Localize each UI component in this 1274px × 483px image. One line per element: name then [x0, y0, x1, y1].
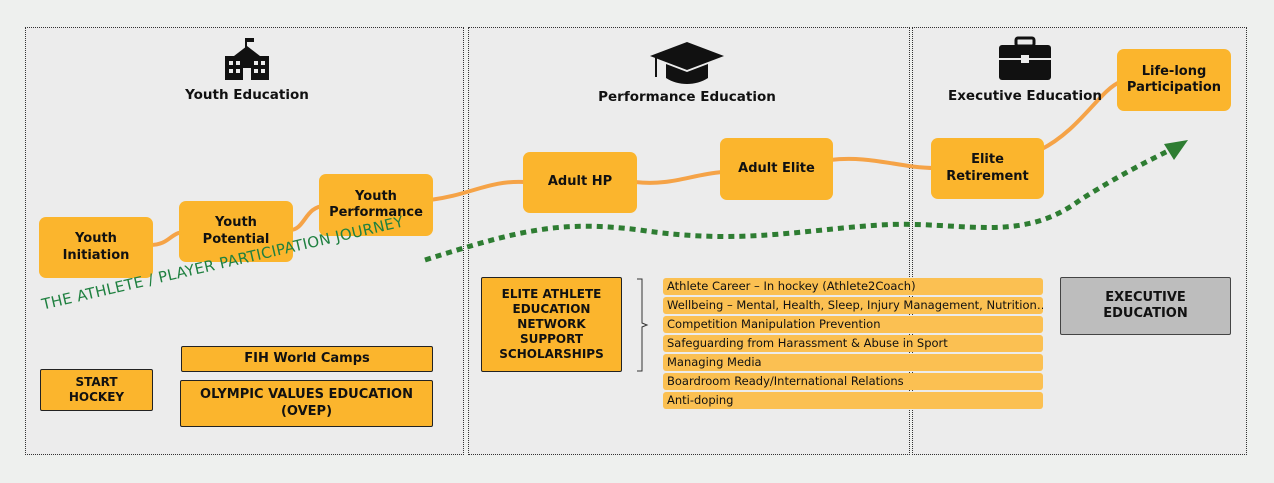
school-icon	[222, 38, 272, 86]
stage-youth-performance: Youth Performance	[319, 174, 433, 236]
topic-item: Anti-doping	[663, 392, 1043, 409]
topic-item: Wellbeing – Mental, Health, Sleep, Injur…	[663, 297, 1043, 314]
topic-item: Athlete Career – In hockey (Athlete2Coac…	[663, 278, 1043, 295]
performance-education-heading: Performance Education	[598, 89, 776, 105]
topic-item: Boardroom Ready/International Relations	[663, 373, 1043, 390]
briefcase-icon	[998, 36, 1052, 86]
elite-athlete-network-box: ELITE ATHLETE EDUCATION NETWORK SUPPORT …	[481, 277, 622, 372]
stage-adult-elite: Adult Elite	[720, 138, 833, 200]
stage-adult-hp: Adult HP	[523, 152, 637, 213]
start-hockey-box: START HOCKEY	[40, 369, 153, 411]
topic-item: Safeguarding from Harassment & Abuse in …	[663, 335, 1043, 352]
fih-world-camps-box: FIH World Camps	[181, 346, 433, 372]
ovep-box: OLYMPIC VALUES EDUCATION (OVEP)	[180, 380, 433, 427]
graduation-cap-icon	[648, 40, 726, 90]
arrow-head-icon	[1164, 140, 1188, 160]
executive-education-heading: Executive Education	[947, 88, 1103, 104]
topic-item: Competition Manipulation Prevention	[663, 316, 1043, 333]
pathway-line	[149, 80, 1121, 247]
stage-youth-initiation: Youth Initiation	[39, 217, 153, 278]
executive-education-box: EXECUTIVE EDUCATION	[1060, 277, 1231, 335]
stage-life-long-participation: Life-long Participation	[1117, 49, 1231, 111]
topic-item: Managing Media	[663, 354, 1043, 371]
youth-education-heading: Youth Education	[185, 87, 309, 103]
stage-elite-retirement: Elite Retirement	[931, 138, 1044, 199]
journey-dotted-line	[424, 147, 1172, 263]
bracket	[637, 278, 649, 372]
stage-youth-potential: Youth Potential	[179, 201, 293, 262]
